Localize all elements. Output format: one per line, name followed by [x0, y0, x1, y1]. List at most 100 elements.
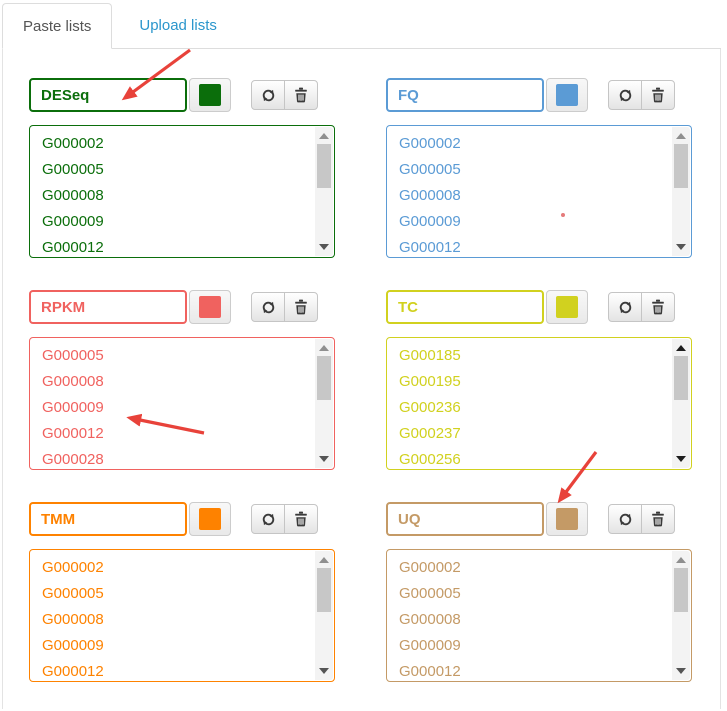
list-name-input[interactable] [29, 290, 187, 324]
scroll-down-arrow-icon[interactable] [319, 244, 329, 250]
list-name-input[interactable] [386, 502, 544, 536]
list-panel-rpkm: G000005 G000008 G000009 G000012 G000028 [29, 290, 335, 471]
scrollbar[interactable] [672, 127, 690, 256]
gene-list-textarea[interactable]: G000002 G000005 G000008 G000009 G000012 [29, 549, 335, 682]
scroll-up-arrow-icon[interactable] [319, 345, 329, 351]
gene-id: G000256 [399, 451, 461, 468]
refresh-list-button[interactable] [251, 292, 285, 322]
color-swatch[interactable] [556, 296, 578, 318]
gene-id: G000012 [42, 663, 104, 680]
list-name-input[interactable] [386, 290, 544, 324]
scroll-down-arrow-icon[interactable] [319, 668, 329, 674]
scroll-thumb[interactable] [317, 356, 331, 400]
scroll-up-arrow-icon[interactable] [676, 345, 686, 351]
gene-id: G000009 [399, 637, 461, 654]
scroll-down-arrow-icon[interactable] [319, 456, 329, 462]
list-name-group [386, 502, 588, 536]
scroll-thumb[interactable] [317, 144, 331, 188]
refresh-icon [262, 301, 274, 313]
scrollbar[interactable] [315, 551, 333, 680]
list-name-input[interactable] [29, 78, 187, 112]
delete-list-button[interactable] [284, 504, 318, 534]
gene-id: G000009 [42, 399, 104, 416]
list-name-input[interactable] [29, 502, 187, 536]
scrollbar[interactable] [315, 127, 333, 256]
scroll-up-arrow-icon[interactable] [319, 133, 329, 139]
color-swatch[interactable] [199, 296, 221, 318]
gene-id: G000012 [399, 239, 461, 256]
scrollbar[interactable] [672, 551, 690, 680]
gene-id: G000009 [399, 213, 461, 230]
gene-id: G000237 [399, 425, 461, 442]
color-swatch-addon[interactable] [189, 502, 231, 536]
tab-upload-lists-label: Upload lists [139, 17, 217, 34]
trash-icon [652, 87, 664, 103]
tab-paste-lists[interactable]: Paste lists [2, 3, 113, 49]
gene-list-textarea[interactable]: G000002 G000005 G000008 G000009 G000012 [386, 549, 692, 682]
gene-id: G000005 [42, 347, 104, 364]
list-actions [251, 80, 318, 110]
list-actions [608, 292, 675, 322]
gene-id: G000002 [399, 559, 461, 576]
gene-id: G000002 [399, 135, 461, 152]
list-panel-deseq: G000002 G000005 G000008 G000009 G000012 [29, 78, 335, 259]
color-swatch-addon[interactable] [546, 290, 588, 324]
scroll-up-arrow-icon[interactable] [676, 133, 686, 139]
refresh-icon [619, 301, 631, 313]
gene-list-lines: G000002 G000005 G000008 G000009 G000012 [30, 126, 334, 257]
color-swatch[interactable] [556, 84, 578, 106]
color-swatch-addon[interactable] [546, 502, 588, 536]
color-swatch-addon[interactable] [189, 78, 231, 112]
scroll-thumb[interactable] [674, 568, 688, 612]
gene-id: G000236 [399, 399, 461, 416]
gene-list-textarea[interactable]: G000005 G000008 G000009 G000012 G000028 [29, 337, 335, 470]
scroll-down-arrow-icon[interactable] [676, 668, 686, 674]
delete-list-button[interactable] [641, 80, 675, 110]
gene-list-textarea[interactable]: G000002 G000005 G000008 G000009 G000012 [29, 125, 335, 258]
list-panel-fq: G000002 G000005 G000008 G000009 G000012 [386, 78, 692, 259]
tab-paste-lists-label: Paste lists [23, 17, 92, 35]
delete-list-button[interactable] [284, 292, 318, 322]
delete-list-button[interactable] [641, 504, 675, 534]
scrollbar[interactable] [672, 339, 690, 468]
scrollbar[interactable] [315, 339, 333, 468]
delete-list-button[interactable] [284, 80, 318, 110]
gene-id: G000005 [42, 161, 104, 178]
refresh-list-button[interactable] [608, 504, 642, 534]
list-name-group [386, 78, 588, 112]
delete-list-button[interactable] [641, 292, 675, 322]
refresh-list-button[interactable] [608, 80, 642, 110]
list-name-input[interactable] [386, 78, 544, 112]
color-swatch-addon[interactable] [546, 78, 588, 112]
scroll-down-arrow-icon[interactable] [676, 244, 686, 250]
gene-id: G000012 [399, 663, 461, 680]
trash-icon [295, 87, 307, 103]
gene-list-textarea[interactable]: G000185 G000195 G000236 G000237 G000256 [386, 337, 692, 470]
list-panel-tmm: G000002 G000005 G000008 G000009 G000012 [29, 502, 335, 683]
refresh-list-button[interactable] [608, 292, 642, 322]
scroll-down-arrow-icon[interactable] [676, 456, 686, 462]
scroll-up-arrow-icon[interactable] [319, 557, 329, 563]
refresh-list-button[interactable] [251, 80, 285, 110]
scroll-thumb[interactable] [674, 356, 688, 400]
tab-bar: Paste lists Upload lists [2, 3, 721, 49]
color-swatch-addon[interactable] [189, 290, 231, 324]
gene-id: G000012 [42, 425, 104, 442]
list-actions [608, 504, 675, 534]
refresh-list-button[interactable] [251, 504, 285, 534]
gene-id: G000005 [399, 161, 461, 178]
scroll-up-arrow-icon[interactable] [676, 557, 686, 563]
color-swatch[interactable] [199, 84, 221, 106]
scroll-thumb[interactable] [674, 144, 688, 188]
gene-list-textarea[interactable]: G000002 G000005 G000008 G000009 G000012 [386, 125, 692, 258]
gene-id: G000185 [399, 347, 461, 364]
gene-id: G000008 [42, 611, 104, 628]
gene-id: G000005 [399, 585, 461, 602]
refresh-icon [619, 89, 631, 101]
refresh-icon [262, 513, 274, 525]
color-swatch[interactable] [556, 508, 578, 530]
tab-upload-lists[interactable]: Upload lists [118, 3, 238, 48]
color-swatch[interactable] [199, 508, 221, 530]
scroll-thumb[interactable] [317, 568, 331, 612]
gene-id: G000005 [42, 585, 104, 602]
